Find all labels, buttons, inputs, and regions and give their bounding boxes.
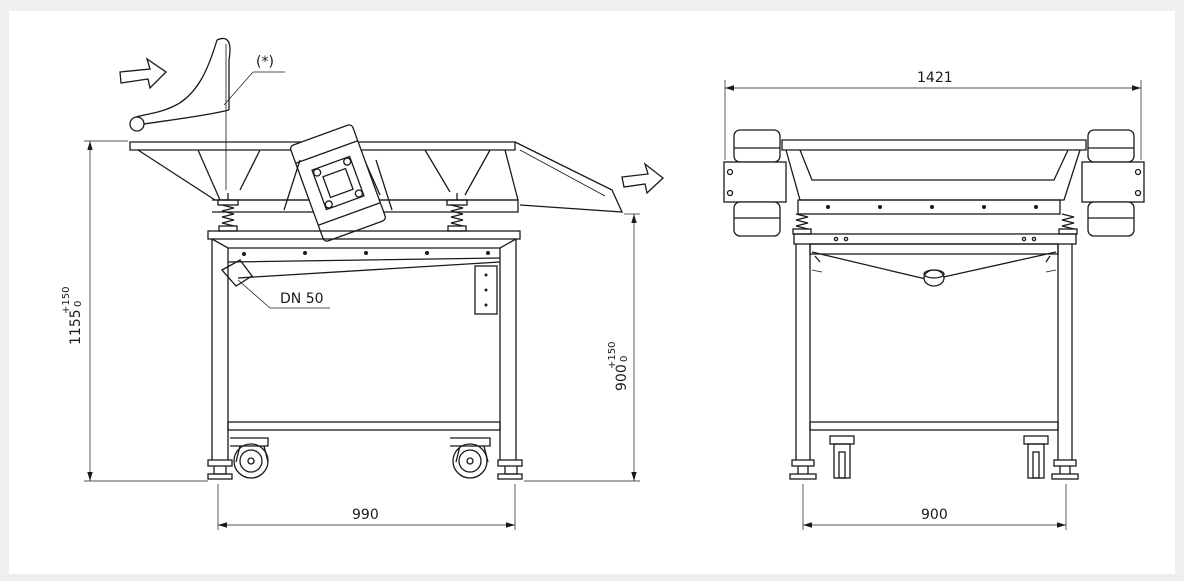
- front-view: 1421: [723, 70, 1145, 530]
- drain-callout: DN 50: [237, 279, 330, 309]
- total-height-value: 1155: [68, 309, 84, 345]
- top-width-value: 1421: [917, 70, 953, 86]
- caster-left: [230, 437, 269, 479]
- feed-chute: [129, 37, 231, 190]
- vibrator-motor-left: [723, 129, 787, 237]
- front-tray: [781, 139, 1087, 215]
- vibrator-motor-right: [1081, 129, 1145, 237]
- dimension-front-width: 900: [802, 484, 1067, 530]
- total-height-tol-minus: 0: [73, 301, 84, 307]
- side-view: (*): [61, 37, 664, 530]
- front-spring-right: [1058, 213, 1078, 235]
- front-width-value: 900: [921, 507, 948, 523]
- outlet-height-tol-minus: 0: [619, 356, 630, 362]
- outlet-height-value: 900: [614, 364, 630, 391]
- drain-label: DN 50: [280, 291, 324, 307]
- dimension-total-height: 1155 +150 0: [61, 140, 208, 482]
- caster-right: [450, 437, 491, 479]
- note-callout: (*): [223, 54, 285, 106]
- inlet-arrow-icon: [119, 57, 168, 90]
- note-marker-label: (*): [256, 54, 274, 70]
- drawing-sheet: [9, 11, 1175, 574]
- front-spring-left: [792, 213, 812, 235]
- dimension-side-width: 990: [217, 484, 516, 530]
- outlet-arrow-icon: [621, 162, 664, 195]
- frame: [207, 230, 523, 480]
- outlet-height-tol-plus: +150: [607, 342, 618, 369]
- front-frame: [789, 233, 1079, 480]
- dimension-outlet-height: 900 +150 0: [524, 213, 640, 482]
- vibrator-motor: [290, 124, 386, 242]
- front-caster-right: [1023, 435, 1049, 479]
- front-caster-left: [829, 435, 855, 479]
- dimension-top-width: 1421: [724, 70, 1142, 160]
- side-width-value: 990: [352, 507, 379, 523]
- total-height-tol-plus: +150: [61, 287, 72, 314]
